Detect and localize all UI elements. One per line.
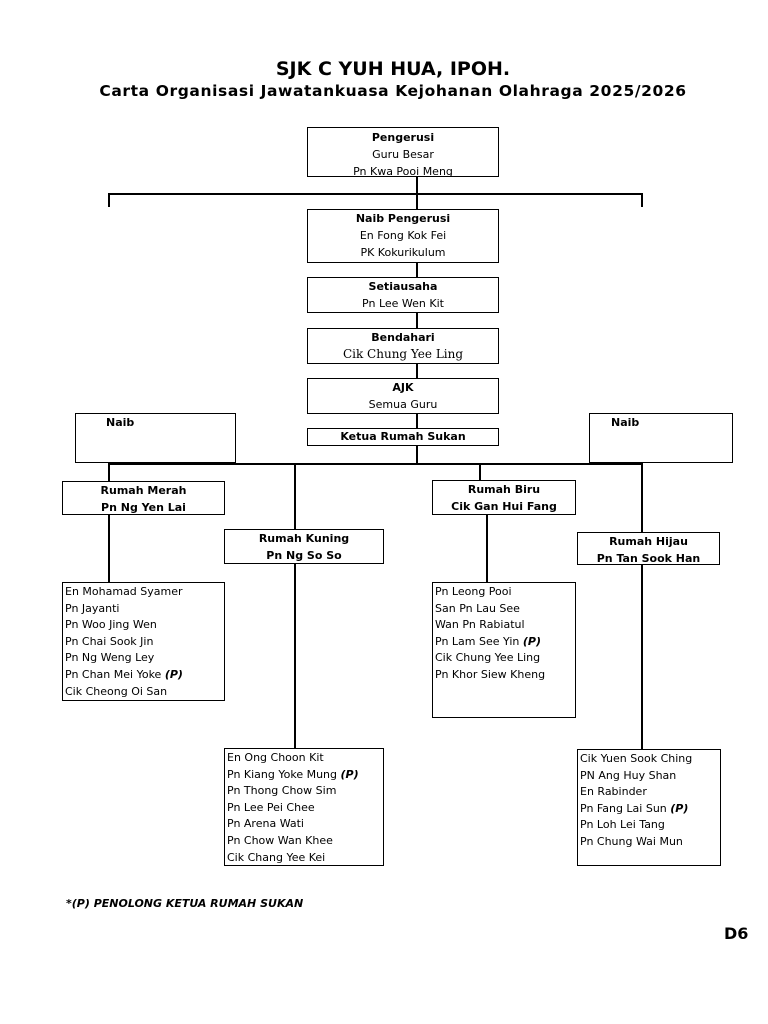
setiausaha-role: Setiausaha <box>368 280 438 293</box>
list-item: En Rabinder <box>580 785 647 799</box>
pengerusi-line2: Pn Kwa Pooi Meng <box>353 165 453 178</box>
list-item: Pn Fang Lai Sun <box>580 801 667 815</box>
penolong-mark: (P) <box>164 667 183 681</box>
ajk-box: AJK Semua Guru <box>307 378 499 414</box>
penolong-mark: (P) <box>522 634 541 648</box>
naib-pengerusi-box: Naib Pengerusi En Fong Kok Fei PK Kokuri… <box>307 209 499 263</box>
list-item: Wan Pn Rabiatul <box>435 618 525 632</box>
rumah-kuning-members: En Ong Choon Kit Pn Kiang Yoke Mung (P) … <box>224 748 384 866</box>
list-item-row: Pn Lam See Yin (P) <box>435 634 573 651</box>
bendahari-role: Bendahari <box>371 331 435 344</box>
list-item: Pn Ng Weng Ley <box>65 651 155 665</box>
list-item: Pn Arena Wati <box>227 817 304 831</box>
footnote: *(P) PENOLONG KETUA RUMAH SUKAN <box>66 897 304 910</box>
rumah-merah-box: Rumah Merah Pn Ng Yen Lai <box>62 481 225 515</box>
list-item: Pn Lam See Yin <box>435 634 520 648</box>
ketua-rumah-sukan-label: Ketua Rumah Sukan <box>340 430 466 443</box>
list-item: Pn Chai Sook Jin <box>65 634 154 648</box>
page-code: D6 <box>724 924 749 943</box>
rumah-biru-name: Rumah Biru <box>467 483 541 496</box>
list-item: Pn Chung Wai Mun <box>580 834 683 848</box>
list-item: Pn Khor Siew Kheng <box>435 667 546 681</box>
pengerusi-box: Pengerusi Guru Besar Pn Kwa Pooi Meng <box>307 127 499 178</box>
rumah-merah-members: En Mohamad Syamer Pn Jayanti Pn Woo Jing… <box>62 582 225 701</box>
chart-subtitle: Carta Organisasi Jawatankuasa Kejohanan … <box>99 82 687 100</box>
naib-pengerusi-line2: PK Kokurikulum <box>360 246 446 259</box>
list-item: Pn Jayanti <box>65 601 120 615</box>
rumah-merah-head: Pn Ng Yen Lai <box>101 501 186 514</box>
setiausaha-line1: Pn Lee Wen Kit <box>362 297 444 310</box>
naib-right-box: Naib <box>589 413 733 463</box>
list-item: Pn Woo Jing Wen <box>65 618 157 632</box>
naib-pengerusi-line1: En Fong Kok Fei <box>359 229 447 242</box>
rumah-hijau-name: Rumah Hijau <box>609 535 688 548</box>
list-item: Cik Yuen Sook Ching <box>580 752 693 765</box>
rumah-merah-name: Rumah Merah <box>100 484 187 497</box>
ketua-rumah-sukan-box: Ketua Rumah Sukan <box>307 428 499 446</box>
list-item: Pn Leong Pooi <box>435 585 512 598</box>
rumah-kuning-head: Pn Ng So So <box>266 549 342 562</box>
rumah-hijau-box: Rumah Hijau Pn Tan Sook Han <box>577 532 720 565</box>
list-item: Cik Chung Yee Ling <box>435 651 541 665</box>
bendahari-box: Bendahari Cik Chung Yee Ling <box>307 328 499 364</box>
rumah-biru-head: Cik Gan Hui Fang <box>451 500 557 513</box>
penolong-mark: (P) <box>340 767 359 781</box>
list-item: Pn Thong Chow Sim <box>227 784 337 798</box>
list-item-row: Pn Kiang Yoke Mung (P) <box>227 767 381 784</box>
list-item: PN Ang Huy Shan <box>580 768 677 782</box>
list-item: Pn Chan Mei Yoke <box>65 667 162 681</box>
list-item-row: Pn Chan Mei Yoke (P) <box>65 667 222 684</box>
naib-left-label: Naib <box>106 416 135 429</box>
list-item-row: Pn Fang Lai Sun (P) <box>580 801 718 818</box>
bendahari-line1: Cik Chung Yee Ling <box>342 347 464 361</box>
list-item: En Mohamad Syamer <box>65 585 183 598</box>
naib-pengerusi-role: Naib Pengerusi <box>355 212 451 225</box>
list-item: Pn Kiang Yoke Mung <box>227 767 338 781</box>
rumah-biru-members: Pn Leong Pooi San Pn Lau See Wan Pn Rabi… <box>432 582 576 718</box>
list-item: Pn Chow Wan Khee <box>227 833 333 847</box>
ajk-line1: Semua Guru <box>368 398 438 411</box>
pengerusi-role: Pengerusi <box>371 131 435 144</box>
rumah-biru-box: Rumah Biru Cik Gan Hui Fang <box>432 480 576 515</box>
penolong-mark: (P) <box>670 801 689 815</box>
rumah-hijau-head: Pn Tan Sook Han <box>596 552 701 565</box>
list-item: En Ong Choon Kit <box>227 751 324 764</box>
naib-right-label: Naib <box>611 416 640 429</box>
list-item: Pn Lee Pei Chee <box>227 800 315 814</box>
rumah-kuning-box: Rumah Kuning Pn Ng So So <box>224 529 384 564</box>
rumah-hijau-members: Cik Yuen Sook Ching PN Ang Huy Shan En R… <box>577 749 721 866</box>
list-item: Pn Loh Lei Tang <box>580 818 665 832</box>
rumah-kuning-name: Rumah Kuning <box>258 532 350 545</box>
naib-left-box: Naib <box>75 413 236 463</box>
list-item: Cik Chang Yee Kei <box>227 850 326 864</box>
setiausaha-box: Setiausaha Pn Lee Wen Kit <box>307 277 499 313</box>
list-item: Cik Cheong Oi San <box>65 684 168 698</box>
ajk-role: AJK <box>392 381 414 394</box>
school-title: SJK C YUH HUA, IPOH. <box>275 58 511 80</box>
list-item: San Pn Lau See <box>435 601 520 615</box>
pengerusi-line1: Guru Besar <box>372 148 434 161</box>
